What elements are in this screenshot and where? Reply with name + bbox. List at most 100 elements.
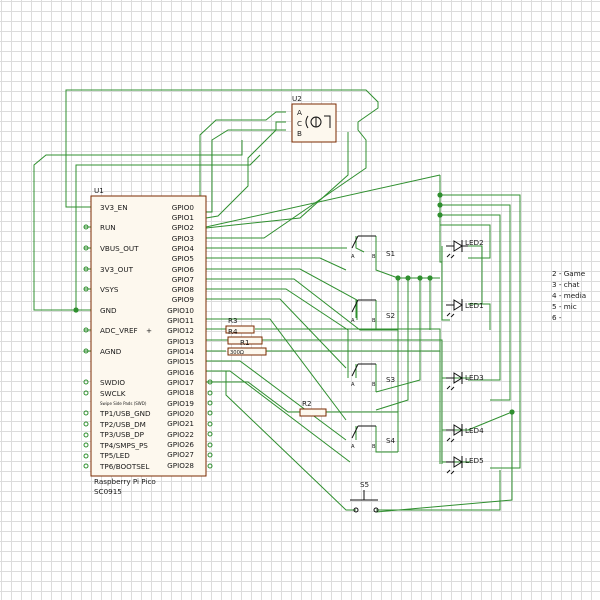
pin-label: GPIO18 xyxy=(167,388,194,397)
note-line: 2 - Game xyxy=(552,269,586,278)
resistors: R3 R4 R1 300Ω R2 xyxy=(225,316,327,417)
pin-label: A xyxy=(351,254,355,260)
pin-label: GND xyxy=(100,306,117,315)
pin-label: AGND xyxy=(100,347,122,356)
pin-label: B xyxy=(297,129,302,138)
pin-label: GPIO8 xyxy=(172,285,195,294)
u1-part: SC0915 xyxy=(94,487,122,496)
pin-label: GPIO22 xyxy=(167,430,194,439)
pin-label: B xyxy=(372,382,376,388)
pin-label: A xyxy=(351,444,355,450)
mapping-notes: 2 - Game 3 - chat 4 - media 5 - mic 6 - xyxy=(552,269,586,322)
pin-label: TP6/BOOTSEL xyxy=(99,462,149,471)
pin-label: GPIO0 xyxy=(172,203,195,212)
pin-label: TP3/USB_DP xyxy=(99,430,145,439)
pin-label: GPIO1 xyxy=(172,213,194,222)
u1-pico: U1 3V3_EN RUN VBUS_OUT 3V3_OUT VSYS GND … xyxy=(83,186,213,496)
pin-label: B xyxy=(372,444,376,450)
pin-label: TP1/USB_GND xyxy=(99,409,151,418)
pin-label: 3V3_OUT xyxy=(100,265,134,274)
led-ref: LED4 xyxy=(465,426,484,435)
led1: LED1 xyxy=(446,299,484,318)
resistor-r4: R4 xyxy=(228,327,238,336)
led-ref: LED5 xyxy=(465,456,484,465)
resistor-ref: R1 xyxy=(240,338,250,347)
resistor-r1: R1 xyxy=(227,336,263,347)
pin-label: VSYS xyxy=(100,285,119,294)
cross-marker: + xyxy=(146,326,152,335)
switches: A B S1 A B S2 A B S3 A B S4 S5 xyxy=(350,235,396,513)
pin-label: GPIO9 xyxy=(172,295,195,304)
u1-left-pins: 3V3_EN RUN VBUS_OUT 3V3_OUT VSYS GND ADC… xyxy=(100,203,139,356)
pin-label: GPIO20 xyxy=(167,409,194,418)
pin-label: GPIO7 xyxy=(172,275,194,284)
pin-label: GPIO3 xyxy=(172,234,194,243)
pin-label: TP5/LED xyxy=(99,451,130,460)
pin-label: SWCLK xyxy=(100,389,126,398)
pin-label: GPIO13 xyxy=(167,337,194,346)
resistor-value: 300Ω xyxy=(230,350,244,356)
led3: LED3 xyxy=(446,372,484,391)
led2: LED2 xyxy=(446,238,484,259)
note-line: 4 - media xyxy=(552,291,586,300)
pin-label: 3V3_EN xyxy=(100,203,128,212)
pin-label: A xyxy=(351,382,355,388)
led-ref: LED1 xyxy=(465,301,484,310)
note-line: 3 - chat xyxy=(552,280,580,289)
pin-label: GPIO26 xyxy=(167,440,194,449)
led4: LED4 xyxy=(446,424,484,443)
switch-s2: A B S2 xyxy=(351,299,395,324)
switch-s1: A B S1 xyxy=(351,235,395,260)
switch-ref: S1 xyxy=(386,249,395,258)
pin-label: TP4/SMPS_PS xyxy=(99,441,148,450)
pin-label: SWDIO xyxy=(100,378,125,387)
pin-label: VBUS_OUT xyxy=(100,244,139,253)
pin-label: GPIO5 xyxy=(172,254,194,263)
pin-label: GPIO2 xyxy=(172,223,194,232)
pin-label: A xyxy=(351,318,355,324)
led5: LED5 xyxy=(446,456,484,475)
switch-s5: S5 xyxy=(350,480,379,513)
pin-label: ADC_VREF xyxy=(100,326,138,335)
pin-label: GPIO12 xyxy=(167,326,194,335)
pin-label: GPIO21 xyxy=(167,419,194,428)
u1-test-pins: SWDIO SWCLK Swipe Side Pads (SWD) TP1/US… xyxy=(99,378,151,471)
pin-label: B xyxy=(372,318,376,324)
junction-dots xyxy=(73,192,515,415)
u2-ref: U2 xyxy=(292,94,302,103)
u1-ref: U1 xyxy=(94,186,104,195)
pin-label: GPIO28 xyxy=(167,461,194,470)
resistor-ref: R2 xyxy=(302,399,312,408)
u2-encoder: U2 A C B xyxy=(291,94,337,143)
pin-label: A xyxy=(297,108,302,117)
pin-label: GPIO6 xyxy=(172,265,195,274)
pin-label: C xyxy=(297,119,302,128)
led-ref: LED2 xyxy=(465,238,484,247)
switch-s3: A B S3 xyxy=(351,363,395,388)
resistor-300: 300Ω xyxy=(227,347,267,356)
switch-ref: S5 xyxy=(360,480,369,489)
u1-right-pins: GPIO0 GPIO1 GPIO2 GPIO3 GPIO4 GPIO5 GPIO… xyxy=(167,203,194,470)
resistor-ref: R4 xyxy=(228,327,238,336)
leds: LED2 LED1 LED3 LED4 LED5 xyxy=(446,238,484,475)
switch-ref: S2 xyxy=(386,311,395,320)
pin-label: GPIO4 xyxy=(172,244,195,253)
pin-label: GPIO17 xyxy=(167,378,194,387)
pin-label: GPIO11 xyxy=(167,316,194,325)
resistor-r3: R3 xyxy=(225,316,255,334)
switch-ref: S4 xyxy=(386,436,396,445)
pin-label: GPIO10 xyxy=(167,306,194,315)
pin-label: GPIO14 xyxy=(167,347,194,356)
pin-label: TP2/USB_DM xyxy=(99,420,146,429)
pin-label: GPIO27 xyxy=(167,450,194,459)
pin-label: RUN xyxy=(100,223,116,232)
pin-label: GPIO19 xyxy=(167,399,194,408)
pin-label: Swipe Side Pads (SWD) xyxy=(100,401,147,406)
switch-ref: S3 xyxy=(386,375,395,384)
test-pin-markers xyxy=(83,224,213,469)
led-ref: LED3 xyxy=(465,373,484,382)
note-line: 6 - xyxy=(552,313,562,322)
resistor-r2: R2 xyxy=(299,399,327,417)
